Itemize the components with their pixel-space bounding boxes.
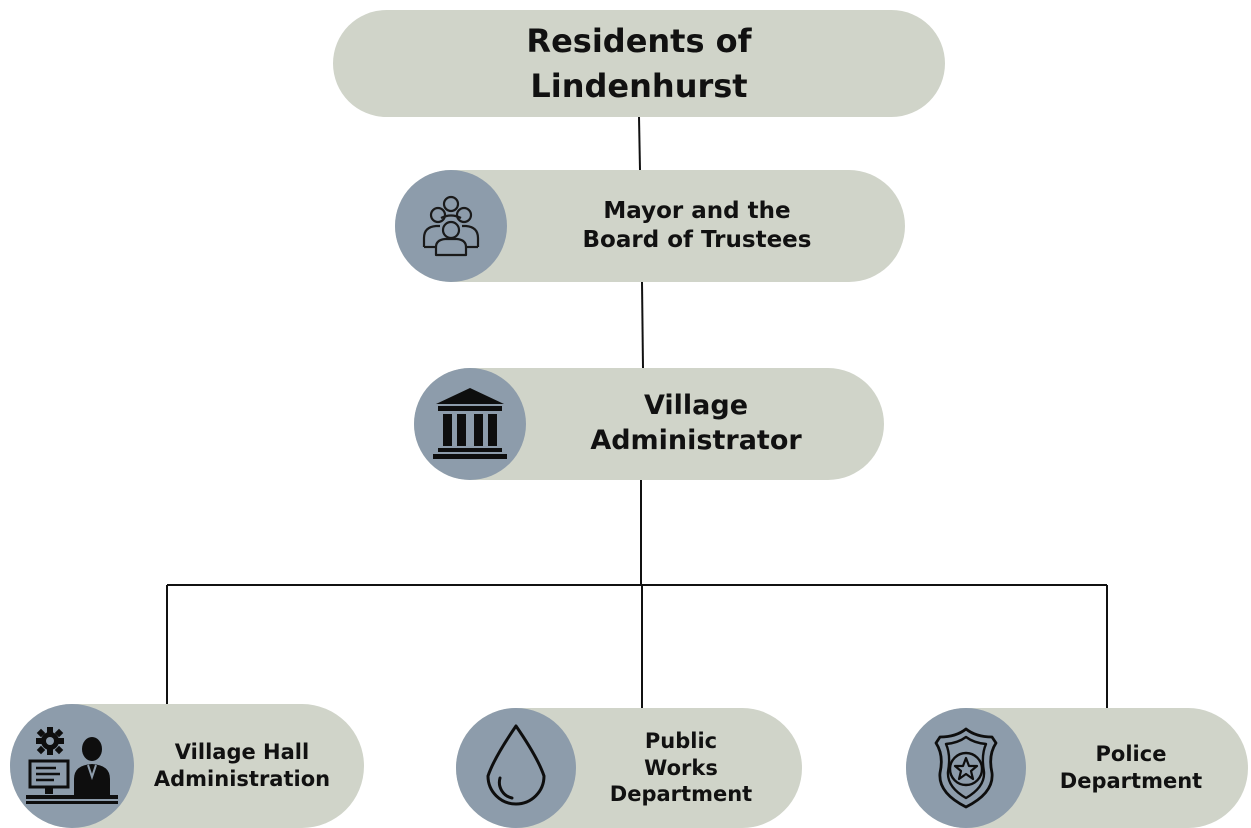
water-drop-icon: [456, 708, 576, 828]
node-residents-label: Residents of Lindenhurst: [526, 21, 752, 105]
node-public-works-label: Public Works Department: [609, 728, 753, 807]
police-badge-icon: [906, 708, 1026, 828]
connector-residents-mayor: [638, 116, 641, 171]
connector-mayor-administrator: [641, 281, 644, 369]
node-mayor-label: Mayor and the Board of Trustees: [582, 197, 812, 253]
node-public-works: Public Works Department: [456, 708, 802, 828]
node-residents: Residents of Lindenhurst: [333, 10, 945, 117]
node-mayor: Mayor and the Board of Trustees: [395, 170, 905, 282]
group-people-icon: [395, 170, 507, 282]
node-police-label: Police Department: [1059, 742, 1203, 793]
node-police: Police Department: [906, 708, 1248, 828]
node-village-hall-label: Village Hall Administration: [153, 740, 331, 791]
node-administrator: Village Administrator: [414, 368, 884, 480]
office-worker-computer-icon: [10, 704, 134, 828]
node-village-hall: Village Hall Administration: [10, 704, 364, 828]
government-building-icon: [414, 368, 526, 480]
node-administrator-label: Village Administrator: [590, 390, 802, 456]
